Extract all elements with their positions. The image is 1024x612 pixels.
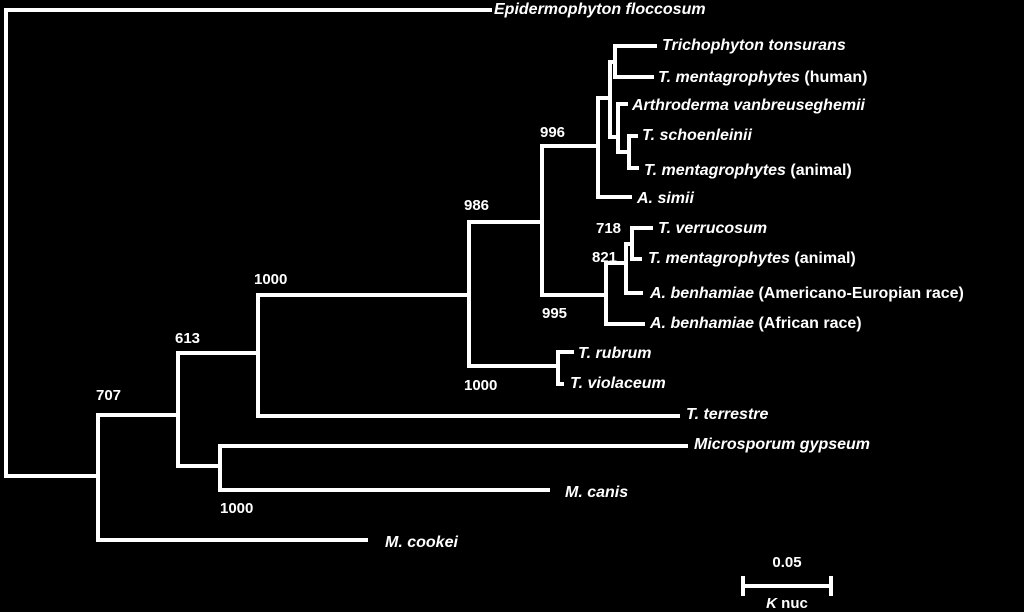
taxon-label-ver: T. verrucosum xyxy=(658,220,767,237)
bootstrap-707: 707 xyxy=(96,387,121,404)
bootstrap-labels: 996 986 1000 613 707 718 821 995 1000 10… xyxy=(96,124,621,517)
taxon-label-vio: T. violaceum xyxy=(570,375,666,392)
taxon-label-epi: Epidermophyton floccosum xyxy=(494,1,706,18)
scale-bar-unit: K nuc xyxy=(766,595,808,612)
taxon-label-can: M. canis xyxy=(565,484,628,501)
taxon-label-menta2: T. mentagrophytes (animal) xyxy=(648,250,856,267)
bootstrap-821: 821 xyxy=(592,249,617,266)
bootstrap-613: 613 xyxy=(175,330,200,347)
bootstrap-996: 996 xyxy=(540,124,565,141)
taxon-label-benaf: A. benhamiae (African race) xyxy=(649,315,862,332)
scale-bar-line xyxy=(741,576,833,596)
bootstrap-995: 995 xyxy=(542,305,567,322)
taxon-label-benae: A. benhamiae (Americano-Europian race) xyxy=(649,285,964,302)
taxon-label-rub: T. rubrum xyxy=(578,345,651,362)
taxon-label-arth: Arthroderma vanbreuseghemii xyxy=(631,97,866,114)
taxon-label-ter: T. terrestre xyxy=(686,406,769,423)
bootstrap-986: 986 xyxy=(464,197,489,214)
taxon-label-sim: A. simii xyxy=(636,190,694,207)
bootstrap-1000-c: 1000 xyxy=(220,500,253,517)
taxon-label-ton: Trichophyton tonsurans xyxy=(662,37,846,54)
bootstrap-1000-a: 1000 xyxy=(254,271,287,288)
tree-branches xyxy=(4,8,688,542)
bootstrap-1000-b: 1000 xyxy=(464,377,497,394)
taxon-label-menth: T. mentagrophytes (human) xyxy=(658,69,868,86)
bootstrap-718: 718 xyxy=(596,220,621,237)
scale-bar-value: 0.05 xyxy=(772,554,801,571)
taxon-label-gyp: Microsporum gypseum xyxy=(694,436,870,453)
taxon-labels: Epidermophyton floccosum Trichophyton to… xyxy=(385,1,964,551)
taxon-label-menta1: T. mentagrophytes (animal) xyxy=(644,162,852,179)
taxon-label-coo: M. cookei xyxy=(385,534,458,551)
taxon-label-sch: T. schoenleinii xyxy=(642,127,753,144)
scale-bar: 0.05 K nuc xyxy=(741,554,833,612)
